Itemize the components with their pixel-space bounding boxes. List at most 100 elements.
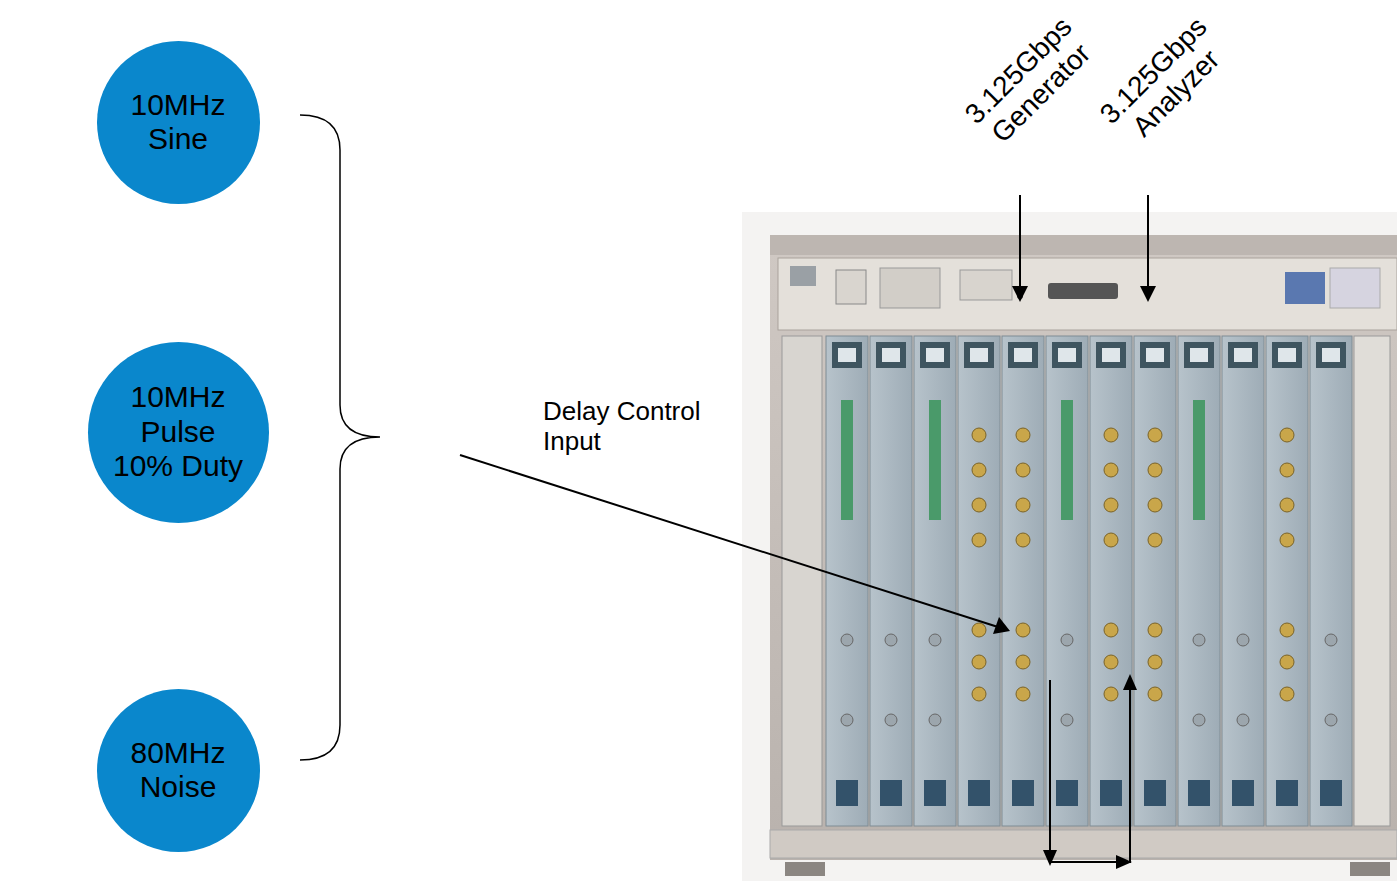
module-screw — [841, 714, 853, 726]
module-latch — [1184, 342, 1214, 368]
module-handle — [968, 780, 990, 806]
module-latch — [1008, 342, 1038, 368]
module-slot — [958, 336, 1000, 826]
sma-connector — [1280, 463, 1294, 477]
sma-connector — [1104, 463, 1118, 477]
led-bar — [1061, 400, 1073, 520]
module-screw — [1325, 634, 1337, 646]
module-handle — [836, 780, 858, 806]
sma-connector — [972, 533, 986, 547]
signal-circle: 80MHz Noise — [97, 689, 260, 852]
module-latch — [1322, 348, 1340, 362]
led-bar — [841, 400, 853, 520]
module-latch — [1096, 342, 1126, 368]
module-screw — [1061, 634, 1073, 646]
led-bar — [929, 400, 941, 520]
module-latch — [1190, 348, 1208, 362]
module-handle — [1056, 780, 1078, 806]
module-latch — [1146, 348, 1164, 362]
module-latch — [832, 342, 862, 368]
module-latch — [882, 348, 900, 362]
sma-connector — [1016, 428, 1030, 442]
circle-content: 10MHz Pulse 10% Duty — [110, 380, 246, 484]
module-slot — [1134, 336, 1176, 826]
sma-connector — [1148, 463, 1162, 477]
signal-circle: 10MHz Sine — [97, 41, 260, 204]
sma-connector — [1104, 623, 1118, 637]
module-handle — [1012, 780, 1034, 806]
sma-connector — [972, 623, 986, 637]
module-latch — [920, 342, 950, 368]
module-slot — [870, 336, 912, 826]
module-handle — [1276, 780, 1298, 806]
circle-content: 80MHz Noise — [110, 736, 246, 805]
module-screw — [1237, 714, 1249, 726]
module-slot — [1266, 336, 1308, 826]
loopback-line — [1050, 680, 1130, 862]
module-screw — [1325, 714, 1337, 726]
module-screw — [929, 714, 941, 726]
module-slot — [914, 336, 956, 826]
module-label: 3.125Gbps Analyzer — [1093, 10, 1238, 155]
brace — [300, 115, 380, 760]
sma-connector — [1148, 498, 1162, 512]
leader-line — [1019, 195, 1021, 288]
module-latch — [926, 348, 944, 362]
sma-connector — [1280, 533, 1294, 547]
sma-connector — [1016, 498, 1030, 512]
module-latch — [1228, 342, 1258, 368]
arrowhead — [993, 617, 1010, 634]
module-screw — [885, 714, 897, 726]
module-handle — [1320, 780, 1342, 806]
module-handle — [880, 780, 902, 806]
module-screw — [841, 634, 853, 646]
arrowhead — [1123, 674, 1137, 690]
module-screw — [1237, 634, 1249, 646]
module-screw — [1061, 714, 1073, 726]
sma-connector — [1104, 533, 1118, 547]
circle-text: 80MHz Noise — [110, 736, 246, 805]
leader-line — [460, 455, 998, 627]
module-latch — [838, 348, 856, 362]
sma-connector — [1148, 428, 1162, 442]
sma-connector — [972, 687, 986, 701]
circle-content: 10MHz Sine — [110, 88, 246, 157]
module-screw — [929, 634, 941, 646]
photo-ground — [742, 212, 1397, 881]
module-screw — [1193, 714, 1205, 726]
module-handle — [1144, 780, 1166, 806]
module-latch — [1058, 348, 1076, 362]
sma-connector — [1280, 428, 1294, 442]
sma-connector — [1104, 428, 1118, 442]
circle-text: 10MHz Sine — [110, 88, 246, 157]
module-latch — [1052, 342, 1082, 368]
module-latch — [876, 342, 906, 368]
signal-circle: 10MHz Pulse 10% Duty — [88, 342, 269, 523]
module-handle — [1232, 780, 1254, 806]
arrowhead — [1140, 286, 1156, 302]
instrument-modules — [782, 336, 1390, 826]
sma-connector — [1280, 655, 1294, 669]
callout-label: Delay Control Input — [543, 397, 733, 457]
module-slot — [1310, 336, 1352, 826]
module-latch — [1272, 342, 1302, 368]
module-latch — [1140, 342, 1170, 368]
module-label: 3.125Gbps Generator — [958, 10, 1103, 155]
module-slot — [1222, 336, 1264, 826]
sma-connector — [1104, 687, 1118, 701]
sma-connector — [972, 428, 986, 442]
module-slot — [1090, 336, 1132, 826]
blank-panel — [1354, 336, 1390, 826]
module-slot — [1002, 336, 1044, 826]
module-latch — [1014, 348, 1032, 362]
module-latch — [1316, 342, 1346, 368]
sma-connector — [972, 498, 986, 512]
sma-connector — [1148, 655, 1162, 669]
sma-connector — [972, 463, 986, 477]
module-screw — [885, 634, 897, 646]
module-latch — [1102, 348, 1120, 362]
instrument-chassis — [770, 235, 1397, 876]
module-latch — [964, 342, 994, 368]
sma-connector — [972, 655, 986, 669]
